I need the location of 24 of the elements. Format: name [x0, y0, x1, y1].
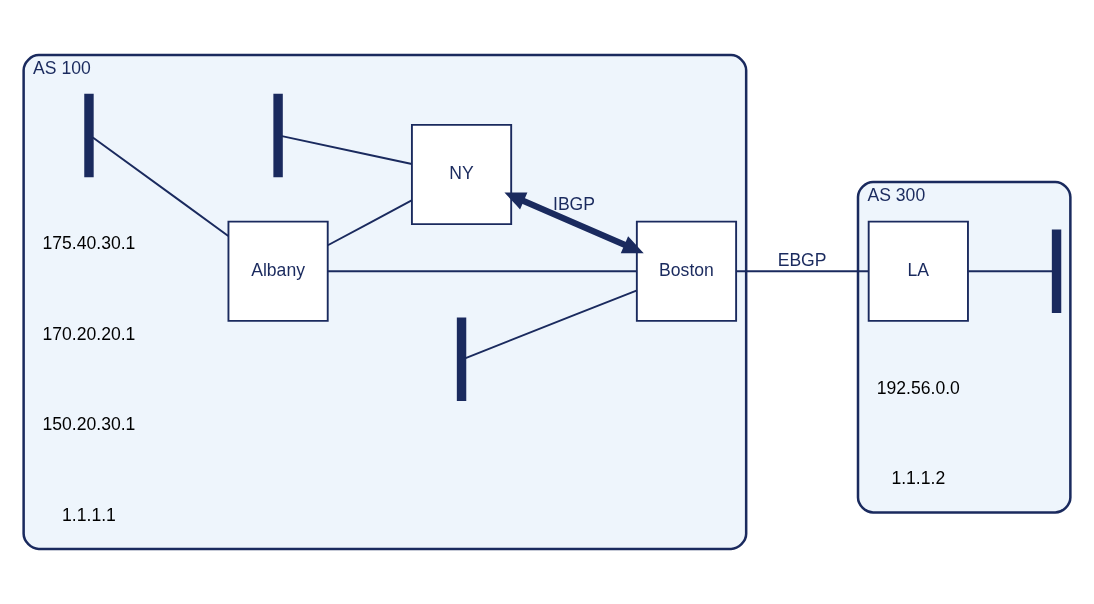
connector [91, 136, 230, 237]
node-bar [1051, 229, 1062, 313]
node-bar [456, 317, 467, 401]
connector [464, 289, 638, 359]
node-box: LA [867, 220, 969, 322]
edge-label: IBGP [553, 193, 596, 214]
edge-label: EBGP [777, 250, 827, 271]
label: 192.56.0.0 [876, 377, 960, 398]
connector [280, 135, 413, 165]
label: 175.40.30.1 [42, 233, 136, 254]
arrow [504, 192, 644, 254]
node-bar [273, 93, 283, 178]
node-box: Albany [227, 220, 329, 322]
label: 170.20.20.1 [42, 323, 136, 344]
label: 1.1.1.1 [62, 504, 116, 525]
node-box: Boston [635, 220, 738, 322]
connector [326, 199, 413, 247]
connector [967, 270, 1054, 273]
node-box: NY [411, 123, 513, 226]
connector [735, 270, 870, 273]
label: 150.20.30.1 [42, 414, 136, 435]
node-bar [84, 93, 94, 178]
connector [326, 270, 638, 273]
label: 1.1.1.2 [891, 468, 946, 489]
